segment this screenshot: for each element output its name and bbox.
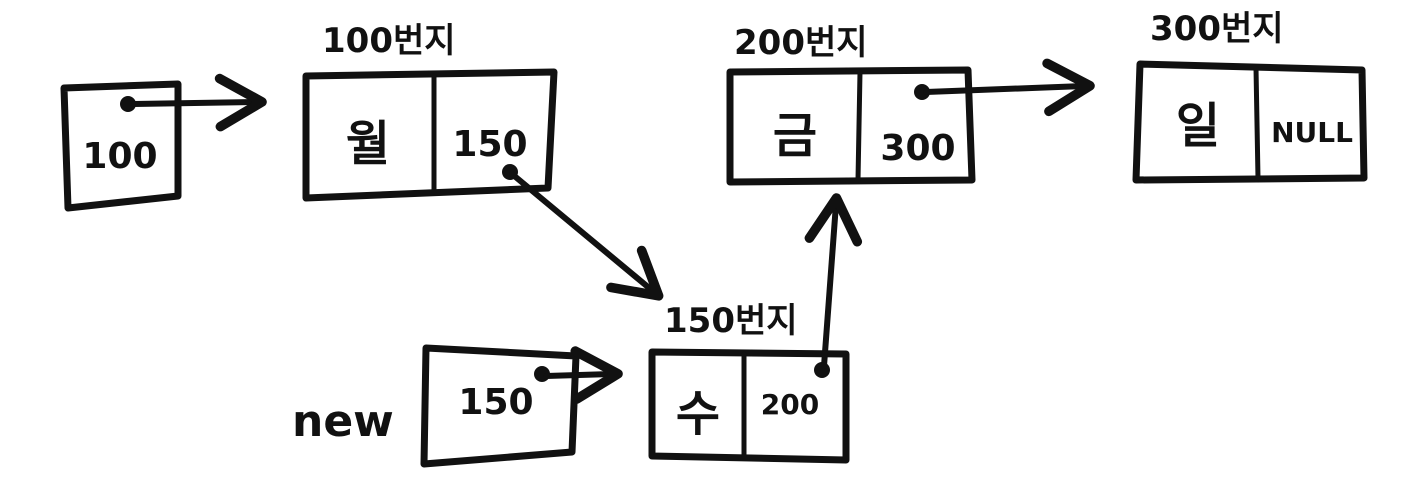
node-200-next-dot [914,84,930,100]
new-pointer-value: 150 [458,382,533,423]
node-100: 100번지 월 150 [302,21,558,202]
node-200-value: 금 [773,108,817,164]
node-200: 200번지 금 300 [726,23,976,186]
head-pointer-dot [120,96,136,112]
node-200-divider [855,69,863,183]
node-100-next: 150 [452,124,527,165]
new-to-node-150-arrow [543,346,623,404]
head-pointer: 100 [60,80,182,212]
node-200-to-node-300-arrow [923,58,1095,117]
node-150-next: 200 [761,388,819,421]
node-300-next: NULL [1271,116,1353,149]
node-150: 150번지 수 200 [648,301,850,464]
head-to-node-100-arrow [131,73,267,132]
node-200-next: 300 [880,128,955,169]
node-150-to-node-200-arrow [804,193,863,369]
node-100-to-node-150-arrow [509,171,664,301]
new-pointer-label: new [292,396,394,447]
node-200-address: 200번지 [734,23,868,63]
node-150-address: 150번지 [664,301,798,341]
node-300: 300번지 일 NULL [1132,9,1368,184]
node-300-address: 300번지 [1150,9,1284,49]
new-pointer: new 150 [292,344,580,468]
head-pointer-value: 100 [82,136,157,177]
node-100-value: 월 [346,116,390,172]
node-300-divider [1253,65,1261,181]
node-150-value: 수 [676,386,720,442]
node-100-address: 100번지 [322,21,456,61]
node-300-value: 일 [1176,98,1220,154]
